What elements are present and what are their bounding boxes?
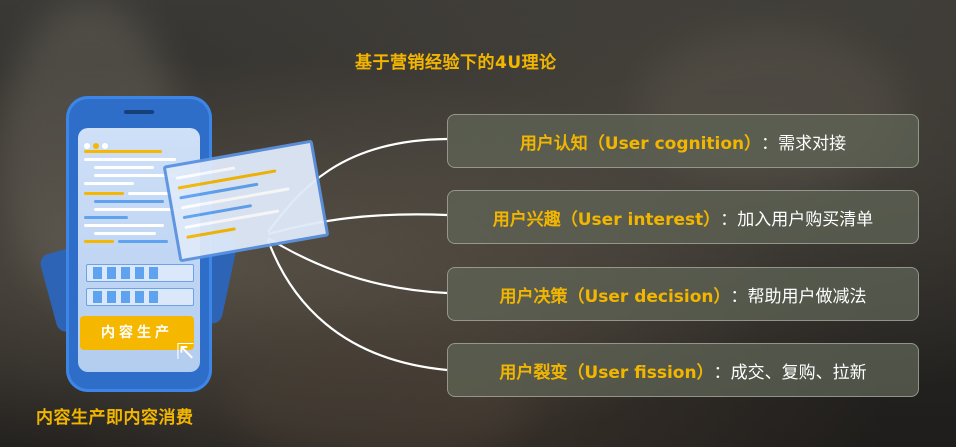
item-user-decision: 用户决策（User decision） ： 帮助用户做减法 [447, 267, 919, 321]
item-separator: ： [730, 286, 748, 307]
connector-line-3 [267, 237, 448, 295]
item-name: 用户决策（User decision） [499, 286, 731, 307]
item-desc: 需求对接 [778, 133, 847, 154]
content-production-button[interactable]: 内容生产 [80, 316, 194, 350]
item-separator: ： [713, 362, 731, 383]
connector-line-4 [266, 239, 448, 372]
item-name: 用户裂变（User fission） [499, 362, 714, 383]
item-user-fission: 用户裂变（User fission） ： 成交、复购、拉新 [447, 343, 919, 397]
slide-caption: 内容生产即内容消费 [36, 408, 194, 428]
item-desc: 加入用户购买清单 [737, 209, 874, 230]
item-user-interest: 用户兴趣（User interest） ： 加入用户购买清单 [447, 190, 919, 244]
item-separator: ： [720, 209, 738, 230]
block-row [86, 264, 194, 282]
item-user-cognition: 用户认知（User cognition） ： 需求对接 [447, 114, 919, 168]
item-name: 用户兴趣（User interest） [492, 209, 721, 230]
slide-title: 基于营销经验下的4U理论 [355, 53, 557, 73]
cursor-icon: ⇱ [176, 340, 195, 365]
item-desc: 帮助用户做减法 [747, 286, 867, 307]
window-dots [84, 134, 111, 153]
item-name: 用户认知（User cognition） [519, 133, 762, 154]
phone-speaker [124, 110, 154, 114]
block-row [86, 288, 194, 306]
item-desc: 成交、复购、拉新 [730, 362, 867, 383]
item-separator: ： [761, 133, 779, 154]
